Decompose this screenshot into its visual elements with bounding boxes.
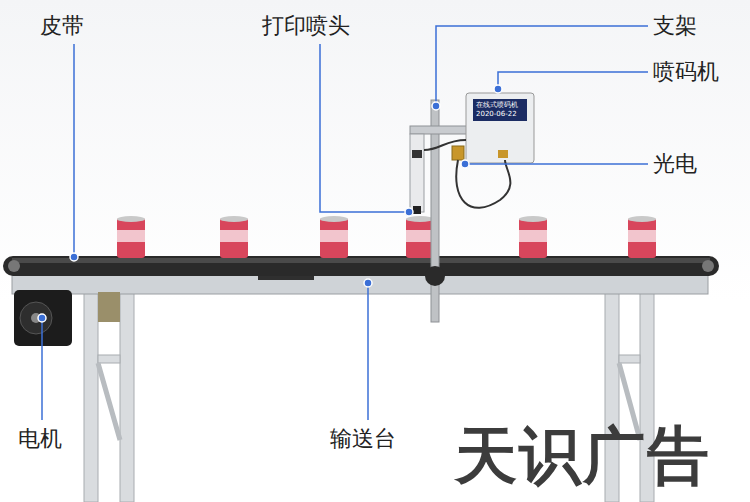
part-label: 喷码机 <box>653 58 719 86</box>
part-label: 输送台 <box>330 425 396 453</box>
part-label: 光电 <box>653 150 697 178</box>
part-label: 打印喷头 <box>262 12 350 40</box>
screen-text: 在线式喷码机 <box>476 101 524 110</box>
part-label: 电机 <box>18 425 62 453</box>
screen-text: 2020-06-22 <box>476 110 524 119</box>
display-screen: 在线式喷码机2020-06-22 <box>473 99 527 121</box>
watermark: 天识广告 <box>455 420 711 492</box>
part-label: 皮带 <box>40 12 84 40</box>
part-label: 支架 <box>653 12 697 40</box>
